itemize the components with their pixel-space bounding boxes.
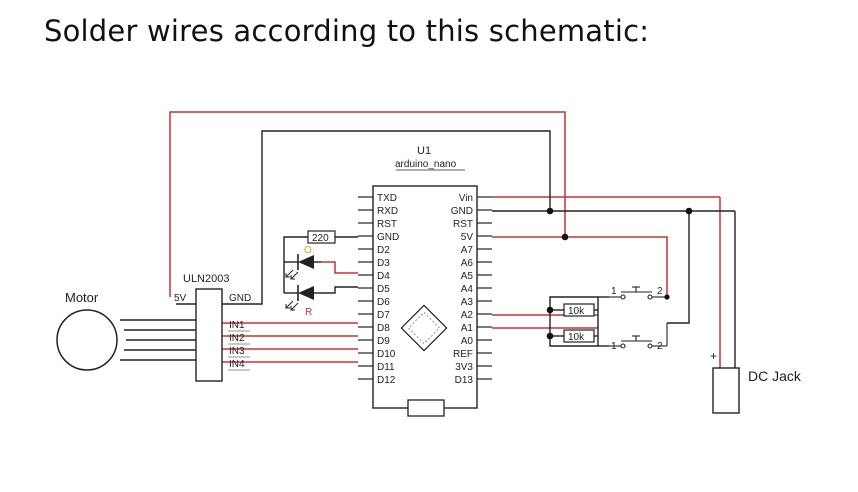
usb-connector — [407, 399, 445, 417]
wire-bus-pullups — [549, 296, 598, 323]
nano-pin-left-rxd: RXD — [377, 206, 398, 217]
button-2-pin2: 2 — [657, 341, 663, 352]
nano-pin-right-a3: A3 — [461, 297, 474, 308]
nano-pin-left-rst: RST — [377, 219, 397, 230]
nano-pin-right-a0: A0 — [461, 336, 474, 347]
wire-d4-led — [321, 261, 358, 274]
nano-pin-left-d12: D12 — [377, 375, 396, 386]
led-red-label: R — [305, 307, 312, 318]
nano-pin-right-a6: A6 — [461, 258, 474, 269]
uln2003-driver: ULN2003 5V GND IN1 IN2 IN3 IN4 — [174, 273, 251, 382]
driver-gnd-label: GND — [229, 293, 251, 304]
nano-pin-left-d9: D9 — [377, 336, 390, 347]
dc-jack-polarity: + — [710, 349, 717, 363]
nano-pin-right-rst: RST — [453, 219, 473, 230]
resistor-220: 220 — [307, 230, 336, 244]
nano-pin-right-vin: Vin — [459, 193, 473, 204]
nano-pin-left-txd: TXD — [377, 193, 397, 204]
light-arrows-icon — [285, 269, 299, 280]
driver-in1: IN1 — [229, 320, 245, 331]
pullup-1-label: 10k — [568, 306, 585, 317]
nano-pin-right-gnd: GND — [451, 206, 473, 217]
resistor-220-label: 220 — [312, 233, 329, 244]
push-button-2: 1 2 — [609, 323, 668, 352]
chip-icon — [400, 304, 448, 352]
led-red: R — [285, 285, 321, 318]
nano-pin-left-d3: D3 — [377, 258, 390, 269]
nano-pin-left-gnd: GND — [377, 232, 399, 243]
wire-bus-pullups-low — [549, 323, 598, 347]
nano-pin-left-d4: D4 — [377, 271, 390, 282]
nano-part: arduino_nano — [395, 159, 457, 170]
light-arrows-icon — [285, 300, 299, 311]
nano-pin-left-d5: D5 — [377, 284, 390, 295]
nano-pin-right-ref: REF — [453, 349, 473, 360]
pullup-2-label: 10k — [568, 332, 585, 343]
nano-pin-left-d8: D8 — [377, 323, 390, 334]
nano-pin-left-d2: D2 — [377, 245, 390, 256]
dc-jack: + DC Jack — [710, 349, 802, 414]
driver-in4: IN4 — [229, 359, 245, 370]
pullup-resistor-1: 10k — [563, 303, 595, 317]
button-2-pin1: 1 — [611, 341, 617, 352]
driver-5v-label: 5V — [174, 293, 187, 304]
nano-body — [372, 185, 478, 409]
wire-gnd-buttons — [667, 211, 690, 324]
driver-name: ULN2003 — [183, 273, 229, 285]
nano-pin-right-a7: A7 — [461, 245, 474, 256]
black-wires — [120, 130, 736, 368]
nano-pin-right-a4: A4 — [461, 284, 474, 295]
button-1-pin1: 1 — [611, 286, 617, 297]
dc-jack-body — [712, 367, 740, 414]
dc-jack-label: DC Jack — [748, 368, 802, 384]
nano-ref: U1 — [417, 145, 431, 157]
nano-pin-left-d10: D10 — [377, 349, 396, 360]
wire-5v-out — [492, 236, 668, 297]
page-title: Solder wires according to this schematic… — [44, 14, 650, 48]
junctions — [546, 207, 693, 340]
motor-label: Motor — [65, 290, 99, 305]
wire-gnd-rail — [222, 130, 551, 305]
push-button-1: 1 2 — [609, 286, 667, 300]
red-wires — [169, 111, 721, 368]
pullup-resistor-2: 10k — [563, 329, 595, 343]
nano-pin-left-d7: D7 — [377, 310, 390, 321]
nano-pin-left-d6: D6 — [377, 297, 390, 308]
motor-body — [56, 309, 118, 371]
driver-body — [195, 288, 223, 382]
led-orange-label: O — [304, 245, 312, 256]
nano-pin-right-3v3: 3V3 — [455, 362, 473, 373]
driver-in3: IN3 — [229, 346, 245, 357]
nano-pin-left-d11: D11 — [377, 362, 395, 373]
motor: Motor — [56, 290, 118, 371]
button-1-pin2: 2 — [657, 286, 663, 297]
nano-pin-right-a1: A1 — [461, 323, 474, 334]
nano-pin-right-a2: A2 — [461, 310, 474, 321]
arduino-nano: U1 arduino_nano TXD RXD RST GND D2D3D4D5D6D7… — [358, 145, 492, 417]
driver-in2: IN2 — [229, 333, 245, 344]
nano-pin-right-d13: D13 — [455, 375, 474, 386]
nano-pin-right-a5: A5 — [461, 271, 474, 282]
wire-5v-rail — [169, 111, 566, 297]
nano-pin-right-5v: 5V — [461, 232, 474, 243]
led-orange: O — [285, 245, 321, 280]
